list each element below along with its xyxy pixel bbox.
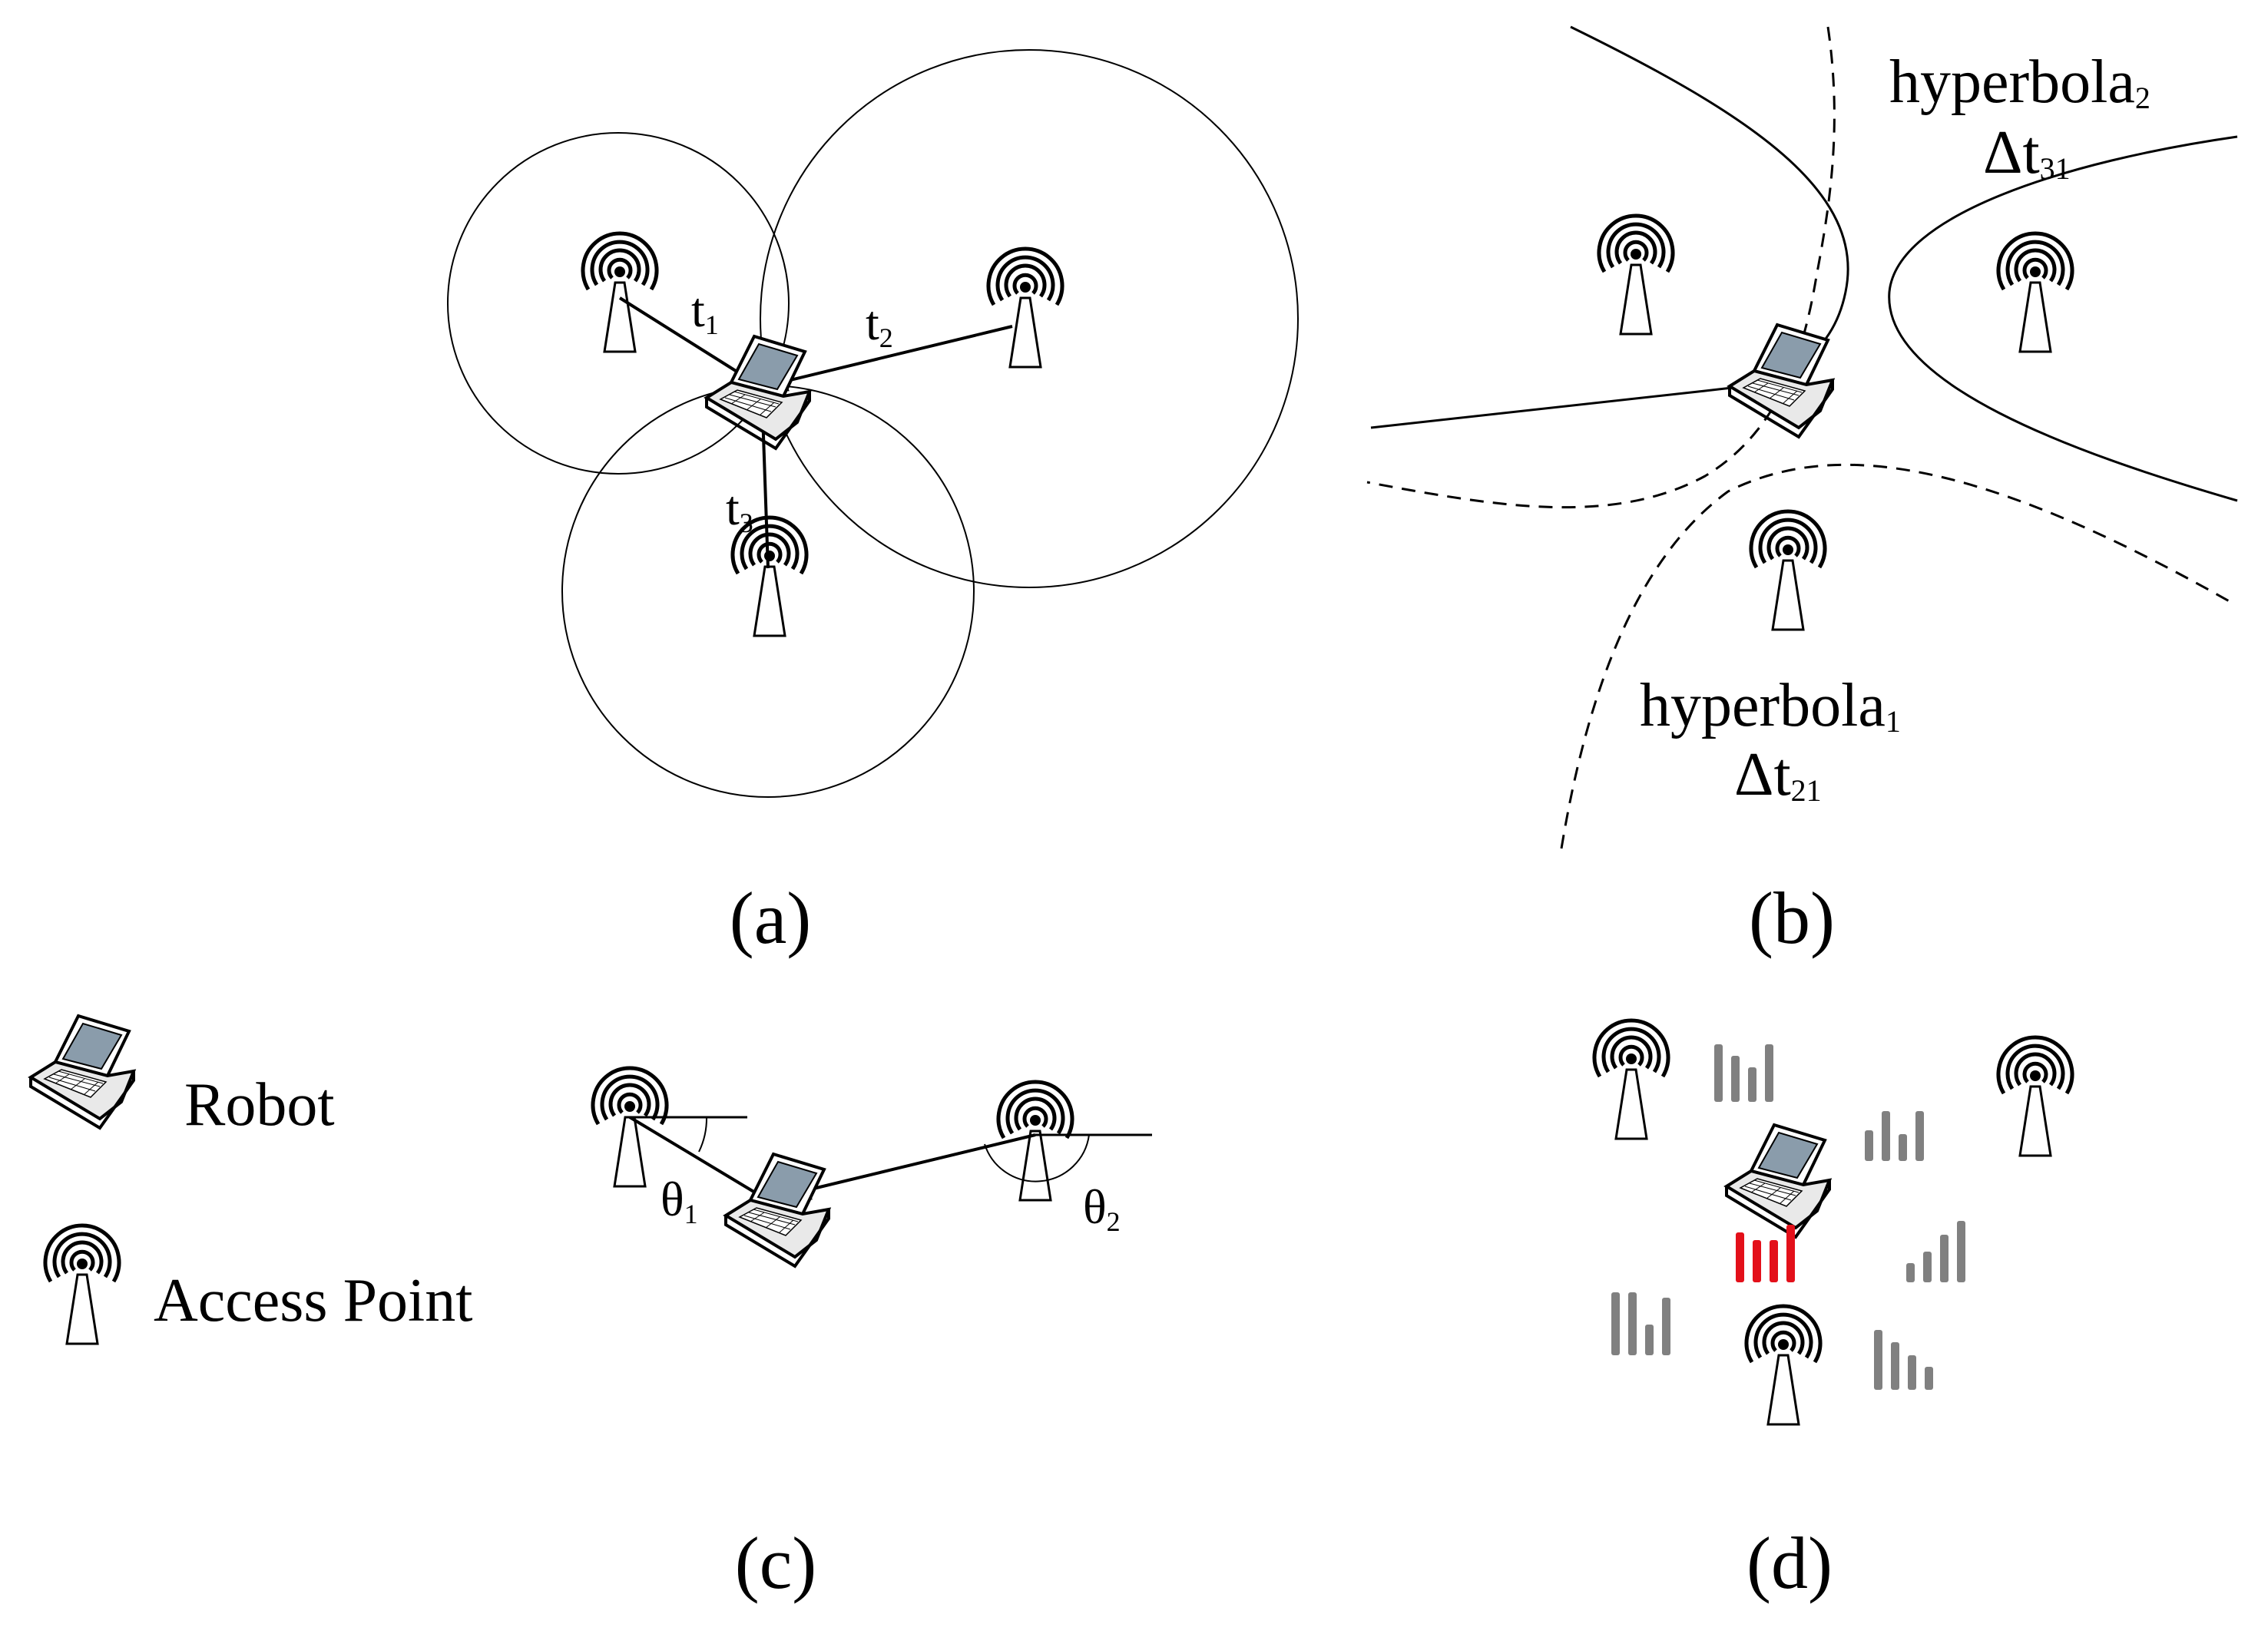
delta-t21-label: Δt21 [1734, 741, 1822, 809]
signal-bars [1865, 1111, 1924, 1161]
panel-c: θ1 θ2 (c) [593, 1068, 1152, 1604]
caption-c: (c) [735, 1522, 817, 1604]
signal-bar [1882, 1111, 1890, 1161]
laptop-icon [1728, 323, 1834, 438]
panel-a: t1 t2 t3 (a) [447, 49, 1299, 959]
access-point-icon [1998, 1037, 2072, 1156]
label-t1: t1 [691, 283, 719, 340]
signal-bars-highlighted [1736, 1225, 1795, 1282]
laptop-icon [724, 1153, 830, 1268]
access-point-icon [1594, 1020, 1668, 1139]
signal-bar [1915, 1111, 1924, 1161]
signal-bar [1770, 1240, 1778, 1282]
access-point-icon [1599, 216, 1673, 334]
legend-robot-label: Robot [184, 1071, 335, 1139]
signal-bar [1940, 1235, 1948, 1282]
label-theta1: θ1 [661, 1172, 698, 1229]
signal-bar [1925, 1367, 1933, 1390]
access-point-icon [593, 1068, 667, 1186]
signal-bar [1865, 1130, 1873, 1161]
signal-bars [1611, 1292, 1670, 1355]
range-circle-1 [447, 132, 790, 475]
signal-bar [1765, 1044, 1773, 1102]
signal-bar [1731, 1056, 1740, 1102]
signal-bar [1748, 1067, 1756, 1102]
signal-bar [1957, 1221, 1965, 1282]
legend: Robot Access Point [29, 1014, 473, 1344]
hyperbola-2-label: hyperbola2 [1889, 48, 2150, 116]
caption-d: (d) [1747, 1522, 1833, 1604]
range-circle-2 [760, 49, 1299, 588]
signal-bar [1906, 1263, 1915, 1282]
signal-bar [1645, 1325, 1654, 1355]
legend-access-point-label: Access Point [154, 1267, 473, 1335]
access-point-icon [1751, 511, 1825, 630]
caption-b: (b) [1749, 877, 1835, 959]
signal-bar [1714, 1044, 1723, 1102]
access-point-icon [1747, 1306, 1820, 1424]
access-point-icon [1998, 233, 2072, 352]
access-point-icon [583, 233, 657, 352]
hyperbola-1-label: hyperbola1 [1640, 672, 1901, 739]
antenna-tower-icon [45, 1226, 119, 1344]
signal-bar [1736, 1232, 1744, 1282]
panel-d: (d) [1594, 1020, 2072, 1604]
signal-bar [1908, 1355, 1916, 1390]
laptop-icon [29, 1014, 135, 1130]
signal-bar [1874, 1330, 1882, 1390]
signal-bar [1753, 1240, 1761, 1282]
signal-bar [1786, 1225, 1795, 1282]
label-t3: t3 [726, 481, 753, 538]
signal-bar [1662, 1298, 1670, 1355]
hyperbola-1-branch-lower [1560, 463, 2233, 849]
label-t2: t2 [866, 296, 893, 353]
signal-bar [1611, 1292, 1620, 1355]
access-point-icon [988, 249, 1062, 367]
signal-bar-groups [1611, 1044, 1965, 1390]
signal-bars [1714, 1044, 1773, 1102]
hyperbola-1-branch-upper [1366, 26, 1836, 509]
signal-bar [1899, 1134, 1907, 1161]
caption-a: (a) [730, 877, 812, 959]
signal-bars [1874, 1330, 1933, 1390]
signal-bars [1906, 1221, 1965, 1282]
laptop-icon [705, 335, 811, 450]
signal-bar [1628, 1292, 1637, 1355]
delta-t31-label: Δt31 [1983, 119, 2071, 187]
signal-bar [1923, 1252, 1932, 1282]
hyperbola-2-branch-right [1888, 135, 2238, 502]
panel-b: hyperbola2 Δt31 hyperbola1 Δt21 (b) [1366, 25, 2238, 959]
label-theta2: θ2 [1083, 1179, 1121, 1237]
signal-bar [1891, 1342, 1899, 1390]
laptop-icon [1725, 1123, 1831, 1239]
